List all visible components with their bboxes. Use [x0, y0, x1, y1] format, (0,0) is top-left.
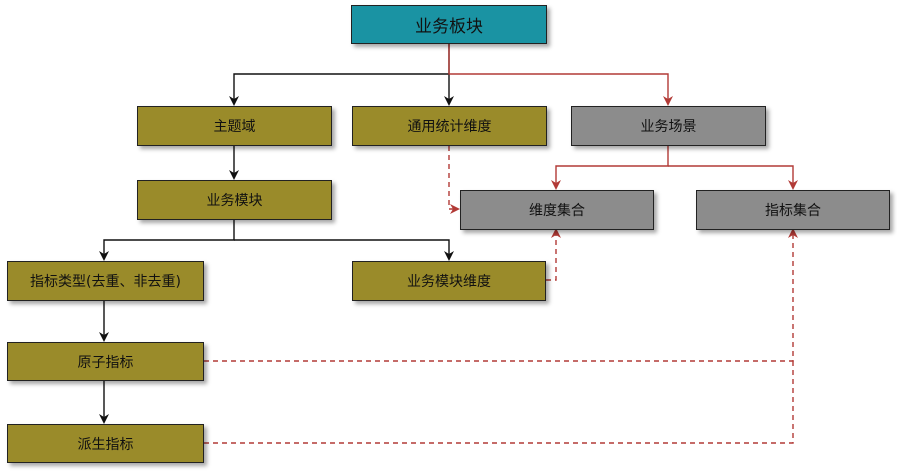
node-atomic-metric[interactable]: 原子指标 [7, 342, 204, 381]
node-subject-domain[interactable]: 主题域 [137, 106, 332, 146]
connector-root-to-business-scene [448, 44, 673, 106]
node-dimension-set[interactable]: 维度集合 [460, 190, 654, 230]
node-business-scene[interactable]: 业务场景 [571, 106, 766, 146]
connector-general-dimension-to-dimension-set [448, 146, 460, 214]
node-business-module[interactable]: 业务模块 [137, 180, 332, 220]
connector-business-scene-to-dimension-set [551, 146, 669, 190]
connector-derived-metric-to-metric-set [204, 361, 794, 444]
node-business-module-dimension[interactable]: 业务模块维度 [352, 261, 546, 301]
node-metric-type[interactable]: 指标类型(去重、非去重) [7, 261, 204, 301]
node-general-statistic-dimension[interactable]: 通用统计维度 [352, 106, 547, 146]
connector-business-module-to-metric-type [99, 220, 235, 261]
connector-business-scene-to-metric-set [668, 165, 798, 190]
node-derived-metric[interactable]: 派生指标 [7, 424, 204, 463]
connector-root-to-subject-domain [229, 44, 450, 106]
connector-module-dimension-to-dimension-set [546, 228, 561, 281]
connector-business-module-to-module-dimension [234, 239, 454, 261]
node-metric-set[interactable]: 指标集合 [696, 190, 890, 230]
node-business-sector[interactable]: 业务板块 [351, 5, 547, 44]
